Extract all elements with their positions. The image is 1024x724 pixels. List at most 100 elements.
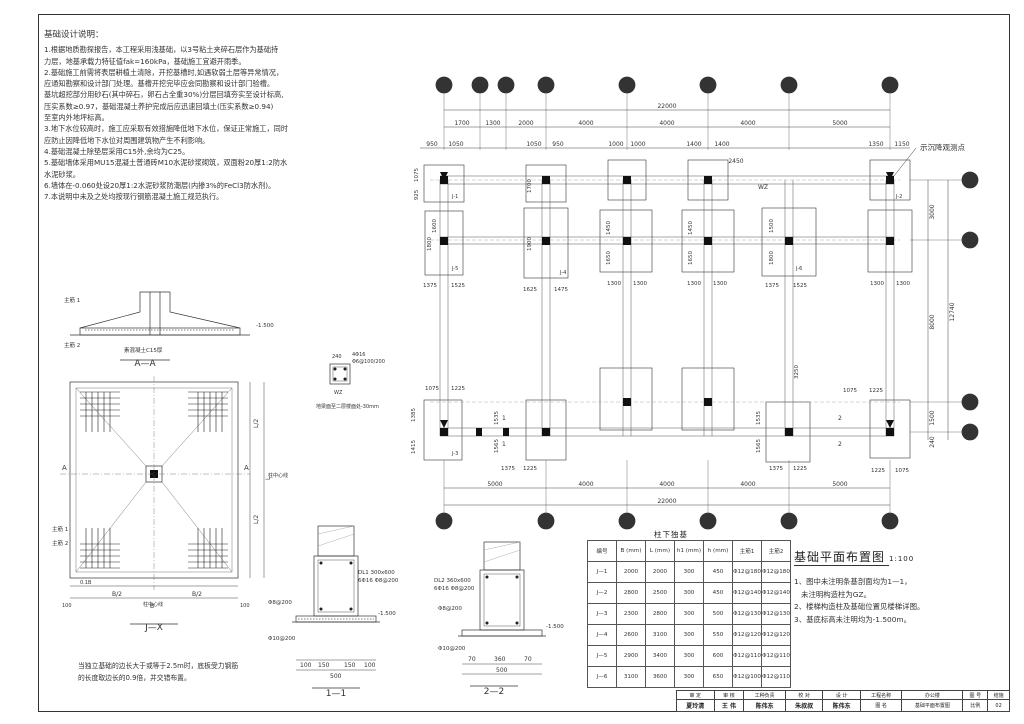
note-line: 6.墙体在-0.060处设20厚1:2水泥砂浆防潮层(内掺3%的FeCl3防水剂… bbox=[44, 180, 276, 190]
dim-mid-row: 1475 bbox=[554, 287, 568, 293]
dim-top-span: 1700 bbox=[454, 120, 469, 127]
s22-elev: -1.500 bbox=[546, 624, 564, 630]
table-cell: 2300 bbox=[616, 603, 646, 625]
axis-label-bottom: 6 bbox=[887, 517, 892, 526]
table-cell: Φ12@130 bbox=[761, 603, 791, 625]
aa-bar2: 主筋 2 bbox=[64, 341, 80, 349]
table-cell: Φ12@120 bbox=[732, 624, 762, 646]
axis-label-bottom: 4 bbox=[705, 517, 710, 526]
dim-bottom-row: 1225 bbox=[793, 466, 807, 472]
dim-bottom-span: 5000 bbox=[487, 481, 502, 488]
note-line: 力层，地基承载力特征值fak=160kPa，基础施工宜避开雨季。 bbox=[44, 56, 246, 66]
table-header: 编号 bbox=[587, 540, 617, 562]
note-line: 应防止因降低地下水位对周围建筑物产生不利影响。 bbox=[44, 135, 210, 145]
s22-total: 500 bbox=[496, 667, 508, 674]
s11-dim: 100 bbox=[300, 662, 312, 669]
plan-scale: 1:100 bbox=[889, 555, 915, 563]
detail-gz: 240 4Φ16 Φ6@100/200 WZ 地梁面至二层楼面处-30mm bbox=[316, 352, 385, 410]
dim-side: 1650 bbox=[688, 251, 694, 265]
note-line: 1.根据地质勘探报告，本工程采用浅基础，以3号粘土夹碎石层作为基础持 bbox=[44, 45, 279, 55]
jx-l: L bbox=[265, 476, 272, 480]
dim-mid-row: 1625 bbox=[523, 287, 537, 293]
dim-mid-row: 1300 bbox=[896, 281, 910, 287]
dim-bottom-row: 1565 bbox=[756, 439, 762, 453]
dim-side: 925 bbox=[414, 189, 420, 200]
gz-tag: WZ bbox=[334, 390, 343, 396]
s11-elev: -1.500 bbox=[378, 611, 396, 617]
dim-top-row: 1000 bbox=[630, 141, 645, 148]
tb-cell: 02 bbox=[987, 699, 1010, 712]
note-line: 3.地下水位较高时，施工应采取有效措施降低地下水位，保证正常施工，同时 bbox=[44, 124, 289, 134]
dim-bottom-row: 1535 bbox=[756, 411, 762, 425]
jx-bar2: 主筋 2 bbox=[52, 539, 68, 547]
table-cell: 300 bbox=[674, 645, 704, 667]
jx-sec-right: A bbox=[244, 464, 249, 472]
s11-total: 500 bbox=[330, 673, 342, 680]
dim-mid-row: 1300 bbox=[607, 281, 621, 287]
jx-d1: 100 bbox=[62, 603, 72, 609]
table-cell: 500 bbox=[703, 603, 733, 625]
table-row: J—5 2900 3400 300 600 Φ12@110 Φ12@110 bbox=[587, 645, 791, 667]
table-cell: 450 bbox=[703, 561, 733, 583]
table-cell: J—2 bbox=[587, 582, 617, 604]
dim-mid-row: 1300 bbox=[687, 281, 701, 287]
dim-bottom-span: 4000 bbox=[659, 481, 674, 488]
table-cell: 2800 bbox=[616, 582, 646, 604]
table-cell: 2800 bbox=[645, 603, 675, 625]
dim-top-total: 22000 bbox=[657, 103, 676, 110]
axis-label-top: 1/1 bbox=[475, 83, 485, 90]
s22-dim: 70 bbox=[468, 656, 476, 663]
dim-top-row: 1150 bbox=[894, 141, 909, 148]
dim-bottom-row: 1225 bbox=[871, 468, 885, 474]
s22-beam: DL2 360x600 bbox=[434, 578, 471, 584]
dim-bottom-row: 1225 bbox=[451, 386, 465, 392]
dim-side: 1900 bbox=[527, 237, 533, 251]
section-1-1: DL1 300x600 6Φ16 Φ8@200 Φ8@200 -1.500 Φ1… bbox=[268, 525, 399, 699]
table-cell: Φ12@120 bbox=[761, 624, 791, 646]
table-row: J—4 2600 3100 300 550 Φ12@120 Φ12@120 bbox=[587, 624, 791, 646]
table-cell: Φ12@180 bbox=[732, 561, 762, 583]
jx-l2: L/2 bbox=[253, 515, 260, 524]
tb-cell: 审 定 bbox=[676, 689, 715, 701]
note-line: 应通知勘察和设计部门处理。基槽开挖完毕应会同勘察和设计部门验槽。 bbox=[44, 79, 275, 89]
dim-right-span: 3000 bbox=[929, 204, 936, 219]
tb-cell: 校 对 bbox=[784, 689, 824, 701]
dim-side: 1500 bbox=[769, 219, 775, 233]
dim-top-row: 1050 bbox=[526, 141, 541, 148]
dim-top-row: 950 bbox=[426, 141, 438, 148]
table-cell: 300 bbox=[674, 603, 704, 625]
jx-b2: B/2 bbox=[112, 591, 122, 598]
footing-tag: J-6 bbox=[795, 266, 802, 272]
gz-width: 240 bbox=[332, 354, 342, 360]
note-line: 基坑超挖部分用砂石(其中碎石，卵石占全重30%)分层回填夯实至设计标高, bbox=[44, 90, 284, 100]
note-line: 压实系数≥0.97，基础混凝土养护完成后应迅速回填土(压实系数≥0.94) bbox=[44, 101, 274, 111]
table-cell: 3600 bbox=[645, 666, 675, 688]
table-cell: J—3 bbox=[587, 603, 617, 625]
jx-d1: 100 bbox=[240, 603, 250, 609]
footing-tag: J-1 bbox=[451, 194, 458, 200]
dim-mid-row: 1300 bbox=[713, 281, 727, 287]
dim-top-row: 950 bbox=[552, 141, 564, 148]
plan-title-underline bbox=[794, 565, 889, 566]
table-row: J—2 2800 2500 300 450 Φ12@140 Φ12@140 bbox=[587, 582, 791, 604]
s11-bottom: Φ10@200 bbox=[268, 636, 296, 642]
footing-tag: J-4 bbox=[559, 270, 566, 276]
s11-dim: 150 bbox=[344, 662, 356, 669]
jx-note: 的长度取边长的0.9倍，并交错布置。 bbox=[78, 673, 191, 682]
tb-cell: 工程名称 bbox=[859, 689, 903, 701]
axis-label-top: 2 bbox=[543, 81, 548, 90]
table-header: 主筋2 bbox=[761, 540, 791, 562]
axis-label-bottom: 2 bbox=[543, 517, 548, 526]
dim-bottom-span: 5000 bbox=[832, 481, 847, 488]
table-row: J—6 3100 3600 300 650 Φ12@100 Φ12@110 bbox=[587, 666, 791, 688]
dim-bottom-span: 4000 bbox=[740, 481, 755, 488]
dim-top-row: 1350 bbox=[868, 141, 883, 148]
table-cell: 2000 bbox=[645, 561, 675, 583]
footing-tag: J-3 bbox=[451, 451, 458, 457]
table-cell: Φ12@100 bbox=[732, 666, 762, 688]
tb-signature: 陈伟东 bbox=[743, 699, 786, 712]
s11-stirrup: Φ8@200 bbox=[268, 600, 292, 606]
table-cell: J—4 bbox=[587, 624, 617, 646]
dim-bottom-row: 1565 bbox=[494, 439, 500, 453]
